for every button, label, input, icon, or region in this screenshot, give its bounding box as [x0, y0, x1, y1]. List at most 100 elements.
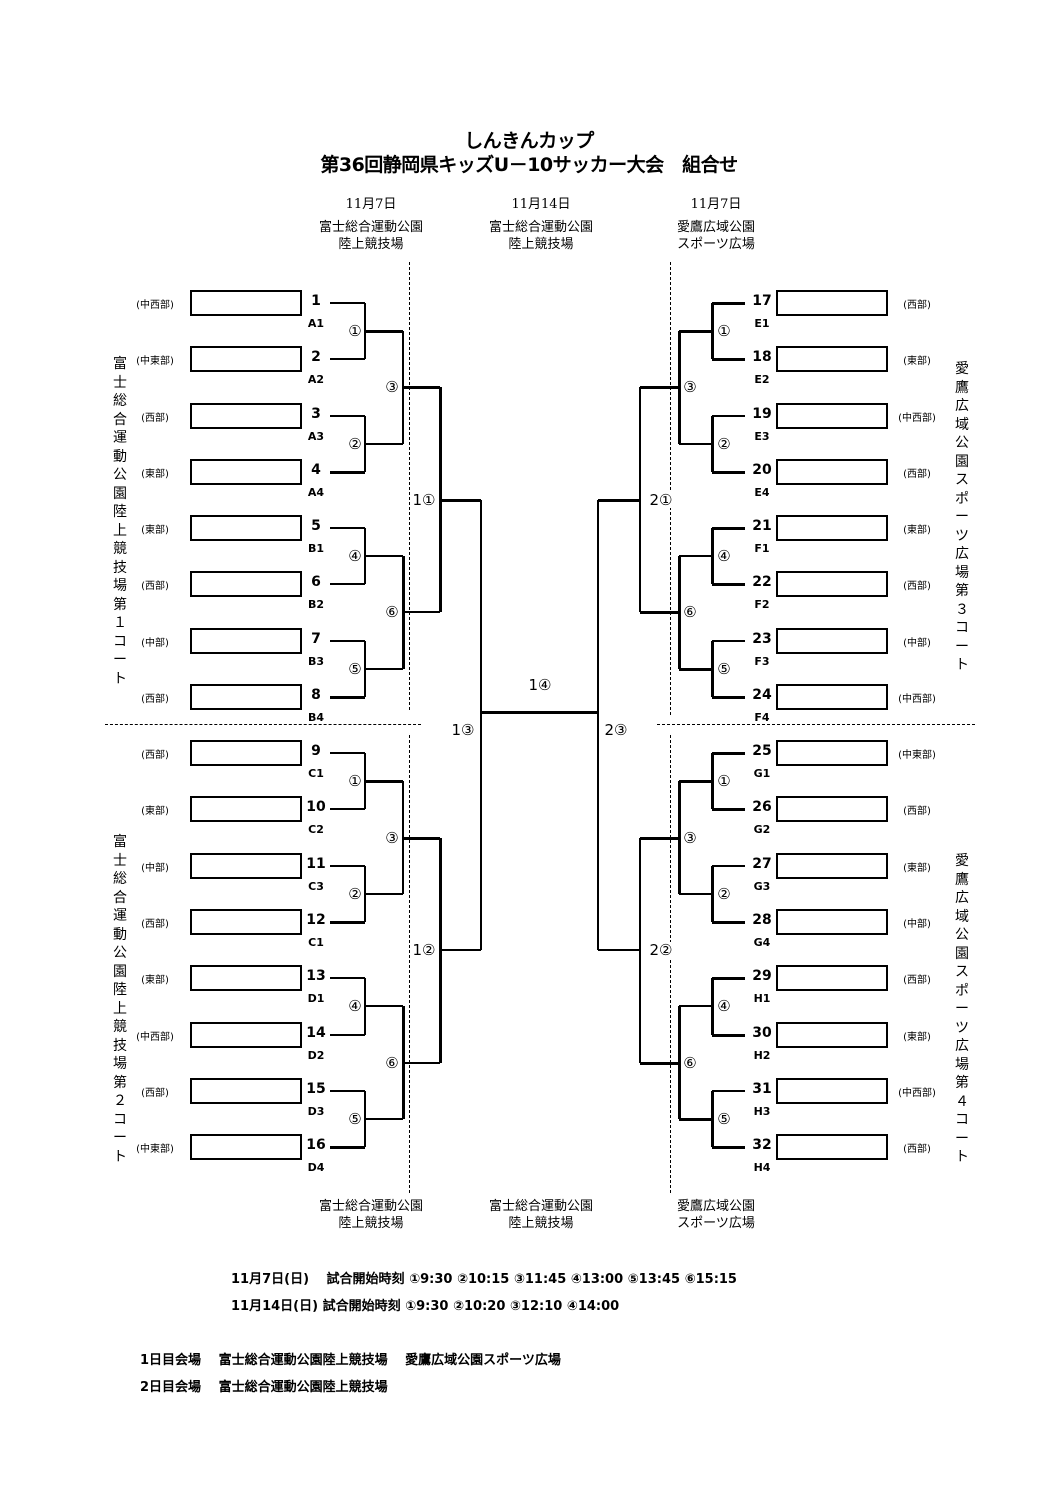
- team-code: C1: [308, 935, 324, 949]
- venue-line: 愛鷹広域公園: [676, 1199, 755, 1214]
- bracket-line: [330, 358, 365, 361]
- bracket-line: [598, 498, 640, 502]
- bracket-line: [712, 470, 745, 474]
- team-region: (東部): [903, 356, 931, 368]
- team-number: 7: [311, 630, 321, 647]
- bracket-line: [480, 499, 482, 951]
- bracket-line: [330, 864, 365, 867]
- bracket-line: [597, 499, 599, 951]
- team-region: (西部): [903, 468, 931, 480]
- team-region: (西部): [141, 693, 169, 705]
- team-entry-box: [776, 796, 888, 823]
- team-number: 23: [752, 630, 772, 647]
- header-col-left: 11月7日 富士総合運動公園 陸上競技場: [271, 196, 471, 253]
- match-label: 2②: [649, 941, 673, 960]
- team-region: (西部): [141, 750, 169, 762]
- bracket-line: [365, 442, 403, 445]
- bracket-line: [440, 498, 481, 502]
- team-region: (西部): [903, 300, 931, 311]
- team-number: 21: [752, 518, 772, 535]
- bracket-line: [711, 1090, 714, 1148]
- team-code: G1: [753, 767, 771, 781]
- bracket-line: [679, 330, 712, 334]
- divider-right-bottom: [670, 735, 671, 1193]
- match-label: ⑤: [348, 1109, 362, 1128]
- venues-day2: 2日目会場 富士総合運動公園陸上競技場: [140, 1380, 388, 1395]
- team-number: 22: [752, 574, 772, 591]
- team-number: 32: [752, 1137, 772, 1154]
- team-entry-box: [190, 852, 302, 879]
- team-number: 29: [752, 968, 772, 985]
- team-region: (東部): [141, 975, 169, 987]
- bracket-line: [640, 1061, 679, 1065]
- team-region: (中部): [141, 862, 169, 874]
- team-number: 14: [306, 1024, 326, 1041]
- team-entry-box: [776, 515, 888, 542]
- team-region: (東部): [141, 806, 169, 818]
- court2-label: 富士総合運動公園陸上競技場 第２コート: [113, 834, 141, 1165]
- team-entry-box: [190, 1021, 302, 1048]
- bracket-line: [712, 1146, 745, 1150]
- match-label: ④: [717, 997, 731, 1016]
- bracket-line: [678, 556, 681, 669]
- bracket-line: [640, 836, 679, 840]
- bracket-line: [365, 1117, 403, 1120]
- header-col-center: 11月14日 富士総合運動公園 陸上競技場: [441, 196, 641, 253]
- match-label: ⑤: [717, 1109, 731, 1128]
- bracket-line: [481, 711, 598, 714]
- venue-line: 陸上競技場: [338, 1216, 404, 1231]
- team-region: (西部): [141, 1087, 169, 1099]
- team-code: A2: [307, 373, 325, 387]
- bracket-line: [403, 386, 440, 390]
- match-label: 2①: [649, 490, 673, 509]
- bracket-line: [365, 667, 403, 670]
- bracket-line: [711, 865, 714, 922]
- match-label: 1③: [451, 721, 475, 740]
- match-label: ⑥: [385, 1053, 399, 1072]
- team-code: F2: [754, 598, 770, 612]
- team-number: 28: [752, 911, 772, 928]
- team-region: (東部): [141, 468, 169, 480]
- team-number: 16: [306, 1137, 326, 1154]
- team-number: 26: [752, 799, 772, 816]
- bracket-line: [678, 1006, 681, 1119]
- bracket-line: [711, 415, 714, 472]
- match-label: ④: [717, 547, 731, 566]
- team-code: G2: [753, 823, 771, 837]
- team-number: 30: [752, 1024, 772, 1041]
- match-label: ②: [348, 434, 362, 453]
- team-code: B4: [307, 710, 325, 724]
- bracket-line: [711, 528, 714, 585]
- team-entry-box: [776, 346, 888, 373]
- team-number: 6: [311, 574, 321, 591]
- team-region: (東部): [903, 1031, 931, 1043]
- team-entry-box: [190, 796, 302, 823]
- team-entry-box: [190, 571, 302, 598]
- match-label: ②: [348, 884, 362, 903]
- bracket-line: [403, 1061, 440, 1064]
- team-code: A4: [307, 485, 325, 499]
- match-label: 1①: [412, 490, 436, 509]
- bracket-line: [330, 920, 365, 924]
- match-label: ④: [348, 547, 362, 566]
- bracket-line: [639, 387, 641, 613]
- team-number: 11: [306, 855, 326, 872]
- match-label: ①: [348, 322, 362, 341]
- team-number: 13: [306, 968, 326, 985]
- team-code: C2: [308, 823, 324, 837]
- bracket-line: [678, 781, 681, 894]
- team-number: 20: [752, 461, 772, 478]
- bracket-line: [712, 752, 745, 756]
- team-entry-box: [776, 571, 888, 598]
- team-region: (中東部): [136, 356, 174, 368]
- team-region: (西部): [903, 1144, 931, 1156]
- team-region: (中西部): [136, 1031, 174, 1043]
- bracket-line: [679, 555, 712, 558]
- venue-line: 富士総合運動公園: [488, 1199, 593, 1214]
- match-label: ②: [717, 884, 731, 903]
- team-number: 8: [311, 686, 321, 703]
- bracket-line: [712, 302, 745, 305]
- team-code: F3: [754, 654, 770, 668]
- court3-label: 愛鷹広域公園スポーツ広場 第３コート: [955, 361, 983, 673]
- match-label: ⑤: [717, 659, 731, 678]
